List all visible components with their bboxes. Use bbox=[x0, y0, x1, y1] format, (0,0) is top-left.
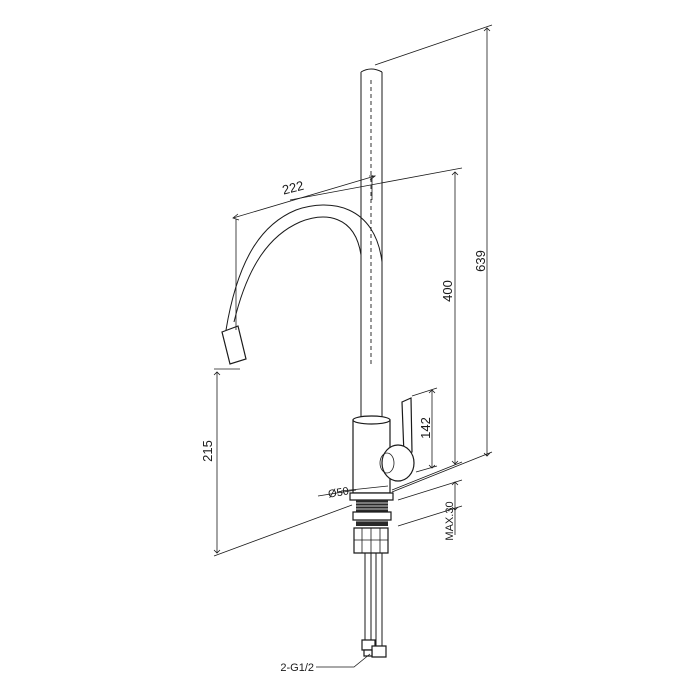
dim-base-diameter bbox=[317, 485, 389, 497]
base-ring bbox=[349, 492, 394, 501]
dim-spout-height-label: 400 bbox=[440, 280, 455, 302]
dim-connection-label: 2-G1/2 bbox=[280, 662, 314, 674]
dim-spout-reach-label: 222 bbox=[281, 178, 306, 198]
dim-spout-height bbox=[289, 167, 463, 491]
dim-connection bbox=[316, 653, 371, 668]
spout-gooseneck bbox=[221, 204, 383, 365]
mounting-nut bbox=[353, 527, 389, 554]
spout-outlet bbox=[221, 325, 247, 365]
handle-knob bbox=[381, 444, 415, 482]
dim-outlet-height bbox=[213, 368, 353, 557]
handle-lever bbox=[379, 397, 415, 482]
dim-max-counter bbox=[397, 479, 463, 535]
dim-max-counter-label: MAX.30 bbox=[444, 501, 456, 540]
dim-outlet-height-label: 215 bbox=[200, 440, 215, 462]
dim-handle-height-label: 142 bbox=[418, 417, 433, 439]
faucet-riser bbox=[360, 68, 383, 370]
threaded-shank bbox=[352, 500, 392, 526]
dim-total-height-label: 639 bbox=[473, 250, 488, 272]
faucet-body bbox=[352, 370, 391, 494]
dim-base-diameter-label: Ø50 bbox=[327, 485, 350, 500]
dim-total-height bbox=[374, 24, 493, 493]
dim-handle-height bbox=[411, 387, 438, 473]
flex-hoses bbox=[361, 553, 387, 658]
dim-spout-reach bbox=[232, 175, 377, 330]
